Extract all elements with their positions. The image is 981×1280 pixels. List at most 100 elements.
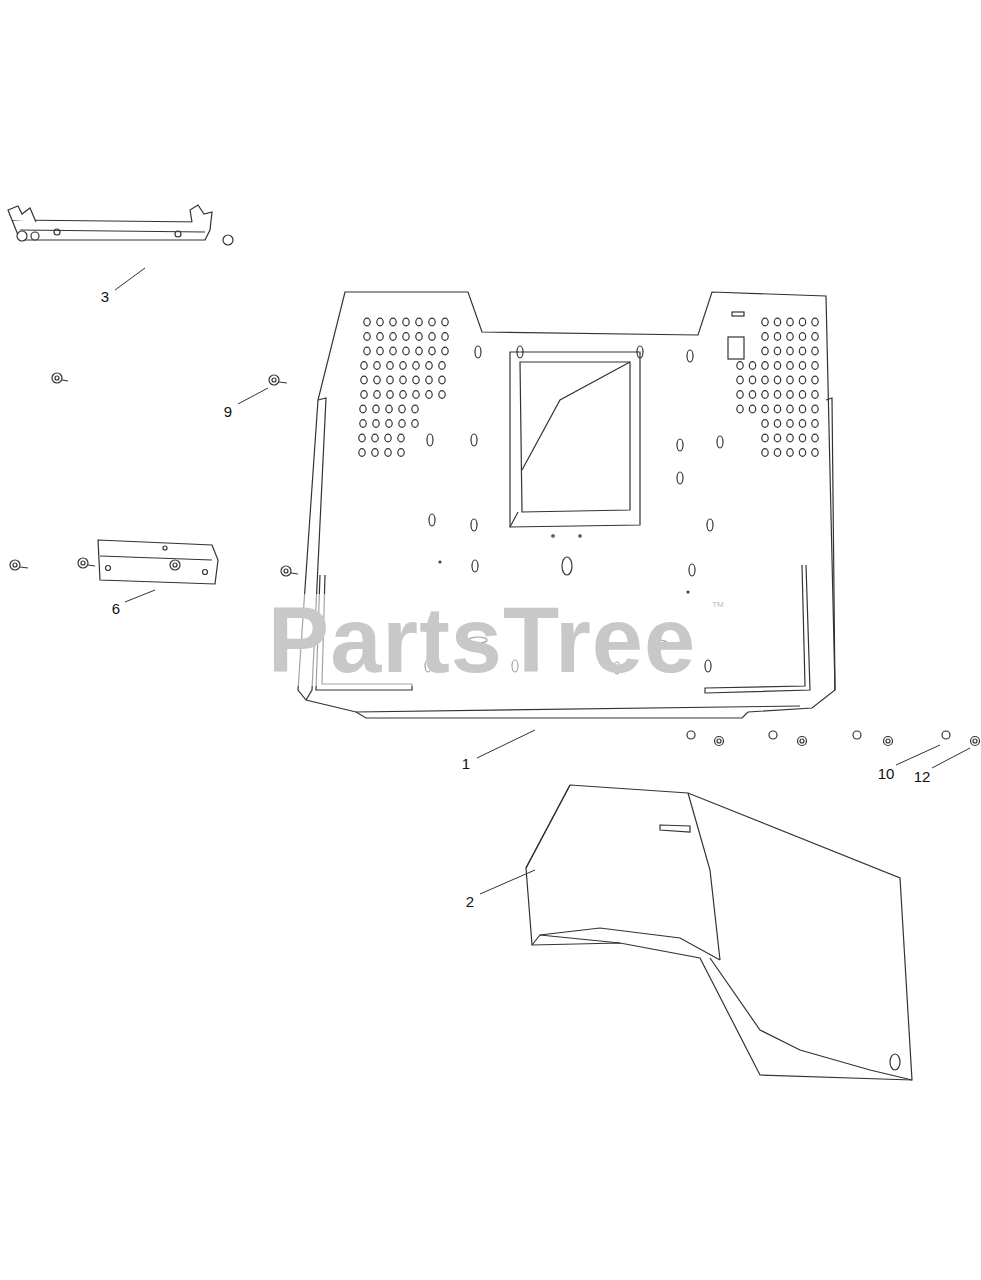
vent-hole	[799, 318, 805, 326]
vent-hole	[762, 376, 768, 384]
leader-lines	[115, 268, 970, 894]
vent-hole	[398, 434, 404, 442]
vent-hole	[737, 362, 743, 370]
vent-hole	[812, 318, 818, 326]
vent-hole	[442, 333, 448, 341]
vent-hole	[812, 362, 818, 370]
vent-hole	[400, 391, 406, 399]
vent-hole	[400, 362, 406, 370]
vent-hole	[403, 333, 409, 341]
vent-hole	[377, 333, 383, 341]
vent-hole	[787, 347, 793, 355]
vent-hole	[762, 420, 768, 428]
vent-hole	[426, 376, 432, 384]
vent-hole	[374, 376, 380, 384]
callout-number: 9	[224, 404, 232, 419]
vent-hole	[372, 434, 378, 442]
trademark-mark: ™	[712, 600, 725, 613]
vent-hole	[774, 405, 780, 413]
vent-hole	[361, 391, 367, 399]
callout-number: 2	[466, 894, 474, 909]
vent-hole	[787, 391, 793, 399]
vent-hole	[774, 333, 780, 341]
vent-hole	[439, 376, 445, 384]
vent-hole	[762, 362, 768, 370]
vent-hole	[749, 405, 755, 413]
vent-hole	[787, 333, 793, 341]
watermark: PartsTree	[264, 594, 700, 686]
vent-hole	[799, 405, 805, 413]
vent-hole	[361, 362, 367, 370]
vent-hole	[762, 318, 768, 326]
nuts-10-12	[687, 731, 980, 746]
vent-hole	[426, 391, 432, 399]
vent-hole	[439, 391, 445, 399]
vent-hole	[774, 434, 780, 442]
vent-hole	[403, 318, 409, 326]
vent-hole	[774, 420, 780, 428]
vent-hole	[398, 449, 404, 457]
vent-hole	[360, 420, 366, 428]
vent-hole	[416, 347, 422, 355]
vent-hole	[412, 420, 418, 428]
vent-hole	[774, 376, 780, 384]
vent-hole	[774, 347, 780, 355]
vent-hole	[439, 362, 445, 370]
vent-hole	[762, 434, 768, 442]
vent-hole	[749, 362, 755, 370]
vent-hole	[812, 376, 818, 384]
vent-hole	[387, 362, 393, 370]
vent-hole	[799, 391, 805, 399]
chute-2	[526, 785, 912, 1080]
vent-hole	[787, 449, 793, 457]
vent-hole	[412, 405, 418, 413]
vent-hole	[374, 391, 380, 399]
vent-hole	[429, 333, 435, 341]
vent-hole	[799, 434, 805, 442]
bolts-9	[52, 373, 287, 385]
vent-hole	[799, 362, 805, 370]
vent-hole	[390, 333, 396, 341]
vent-hole	[787, 376, 793, 384]
vent-hole	[416, 333, 422, 341]
vent-hole	[360, 405, 366, 413]
vent-hole	[364, 347, 370, 355]
vent-hole	[385, 449, 391, 457]
vent-hole	[400, 376, 406, 384]
vent-hole	[787, 318, 793, 326]
callout-number: 10	[878, 766, 895, 781]
vent-hole	[737, 405, 743, 413]
vent-hole	[812, 420, 818, 428]
vent-hole	[799, 449, 805, 457]
vent-hole	[762, 405, 768, 413]
vent-hole	[413, 376, 419, 384]
vent-hole	[403, 347, 409, 355]
vent-hole	[377, 318, 383, 326]
vent-hole	[787, 434, 793, 442]
vent-hole	[429, 318, 435, 326]
vent-hole	[812, 449, 818, 457]
vent-hole	[442, 347, 448, 355]
vent-hole	[387, 391, 393, 399]
vent-hole	[774, 449, 780, 457]
vent-hole	[774, 318, 780, 326]
vent-hole	[364, 333, 370, 341]
vent-hole	[373, 420, 379, 428]
vent-hole	[377, 347, 383, 355]
vent-hole	[373, 405, 379, 413]
callout-number: 3	[101, 289, 109, 304]
vent-hole	[799, 376, 805, 384]
vent-hole	[442, 318, 448, 326]
vent-hole	[812, 434, 818, 442]
vent-hole	[399, 420, 405, 428]
vent-hole	[413, 391, 419, 399]
vent-hole	[359, 434, 365, 442]
vent-hole	[787, 420, 793, 428]
vent-hole	[762, 391, 768, 399]
vent-hole	[787, 405, 793, 413]
vent-hole	[385, 434, 391, 442]
vent-hole	[749, 376, 755, 384]
vent-hole	[762, 333, 768, 341]
vent-hole	[812, 391, 818, 399]
